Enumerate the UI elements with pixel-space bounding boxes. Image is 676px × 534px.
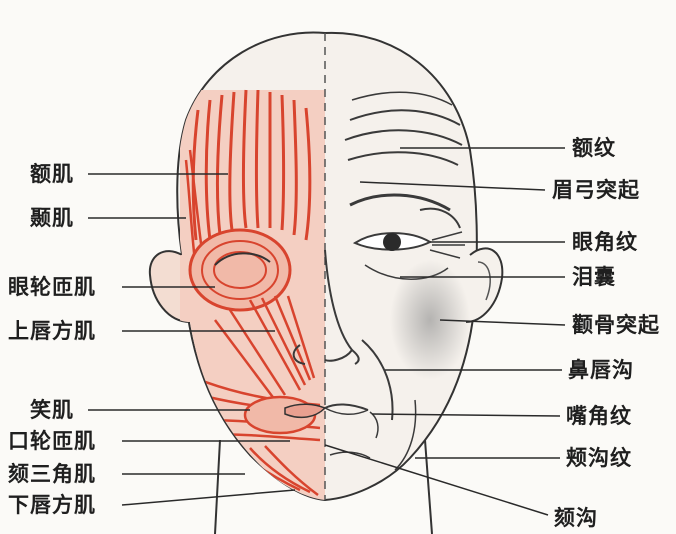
label-eye-corner-wrinkles: 眼角纹 <box>572 230 638 254</box>
label-chin-groove: 颏沟 <box>554 506 598 530</box>
label-frontalis: 额肌 <box>30 162 74 186</box>
label-eye-bag: 泪囊 <box>572 265 616 289</box>
label-triangularis: 颏三角肌 <box>8 462 96 486</box>
label-risorius: 笑肌 <box>30 398 74 422</box>
label-cheekbone: 颧骨突起 <box>572 313 660 337</box>
label-mouth-corner-wrinkles: 嘴角纹 <box>566 404 632 428</box>
label-forehead-wrinkles: 额纹 <box>572 136 616 160</box>
label-nasolabial-fold: 鼻唇沟 <box>568 358 634 382</box>
label-cheek-groove: 颊沟纹 <box>566 446 632 470</box>
label-brow-ridge: 眉弓突起 <box>552 178 640 202</box>
label-quadratus-labii-inferioris: 下唇方肌 <box>8 493 96 517</box>
label-orbicularis-oris: 口轮匝肌 <box>8 429 96 453</box>
right-ear <box>466 248 502 322</box>
label-levator-labii: 上唇方肌 <box>8 319 96 343</box>
label-orbicularis-oculi: 眼轮匝肌 <box>8 275 96 299</box>
muscle-layer <box>180 90 330 500</box>
label-temporalis: 颞肌 <box>30 206 74 230</box>
